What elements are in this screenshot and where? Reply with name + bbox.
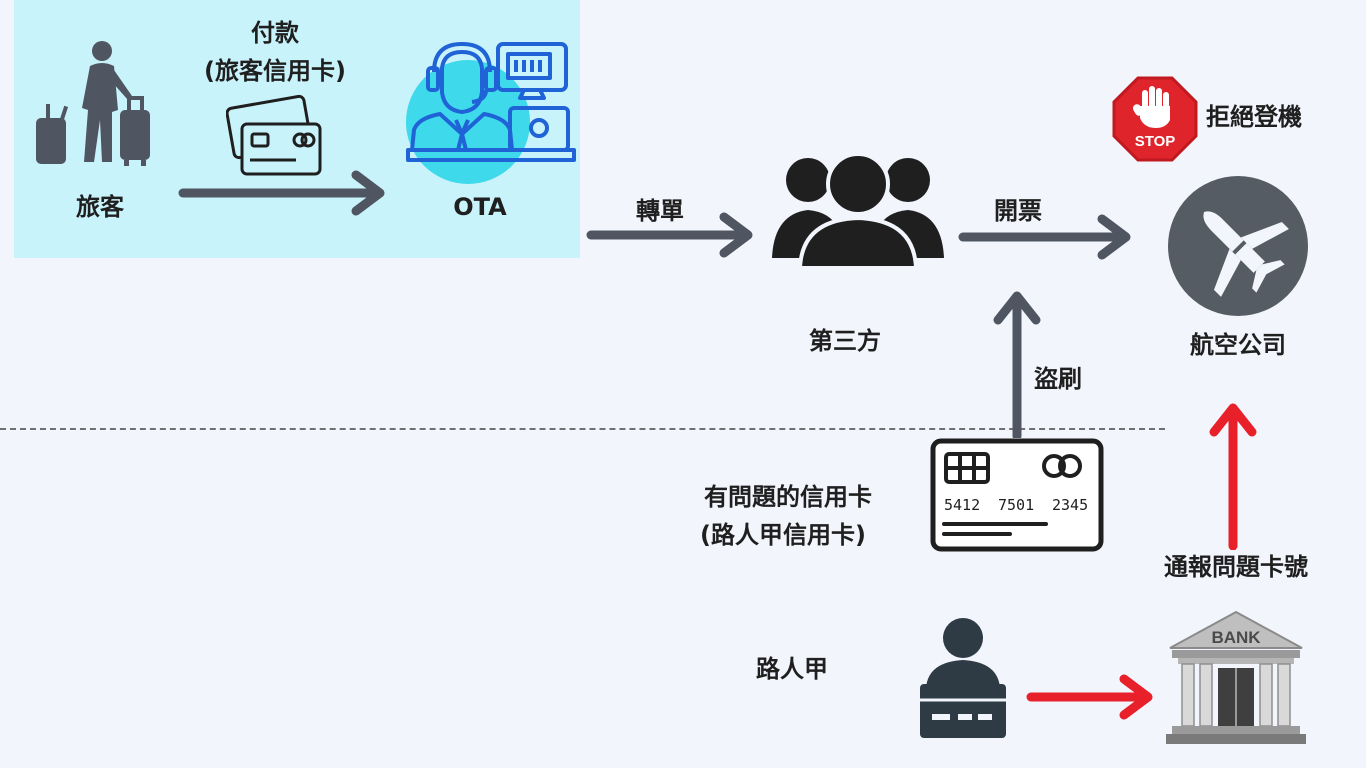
person-with-card-icon [920,618,1006,738]
reject-boarding-label: 拒絕登機 [1206,103,1302,131]
arrow-passerby-to-bank [1026,674,1153,720]
stop-hand-sign-icon: STOP [1112,76,1198,162]
card-number-group-3: 2345 [1052,496,1088,514]
bad-card-note: (路人甲信用卡) [700,521,866,549]
report-card-label: 通報問題卡號 [1164,553,1308,581]
stop-sign-text: STOP [1135,133,1176,150]
arrow-card-to-ticketing [993,291,1041,438]
ota-label: OTA [453,193,507,221]
arrow-ota-to-third-party [586,212,753,258]
arrow-traveler-to-ota [178,170,385,216]
passerby-label: 路人甲 [756,655,828,683]
bank-building-icon: BANK [1166,610,1306,744]
card-number-group-2: 7501 [998,496,1034,514]
group-people-icon [772,152,944,268]
bad-card-label: 有問題的信用卡 [704,483,872,511]
airline-label: 航空公司 [1190,331,1286,359]
ota-agent-icon [406,42,576,184]
arrow-bank-to-airline [1209,403,1257,550]
ticketing-label: 開票 [994,197,1042,225]
payment-card-note: (旅客信用卡) [204,57,346,85]
airplane-circle-icon [1168,176,1308,316]
arrow-third-party-to-airline [958,214,1131,260]
fraud-swipe-label: 盜刷 [1034,365,1082,393]
card-number-group-1: 5412 [944,496,980,514]
credit-cards-icon [226,94,322,176]
transfer-label: 轉單 [636,197,684,225]
payment-label: 付款 [251,19,299,47]
bank-sign-text: BANK [1211,628,1261,647]
credit-card-outline-icon: 5412 7501 2345 [930,438,1104,552]
traveler-luggage-icon [36,41,150,166]
traveler-label: 旅客 [76,193,124,221]
third-party-label: 第三方 [809,327,881,355]
section-divider [0,428,1165,430]
